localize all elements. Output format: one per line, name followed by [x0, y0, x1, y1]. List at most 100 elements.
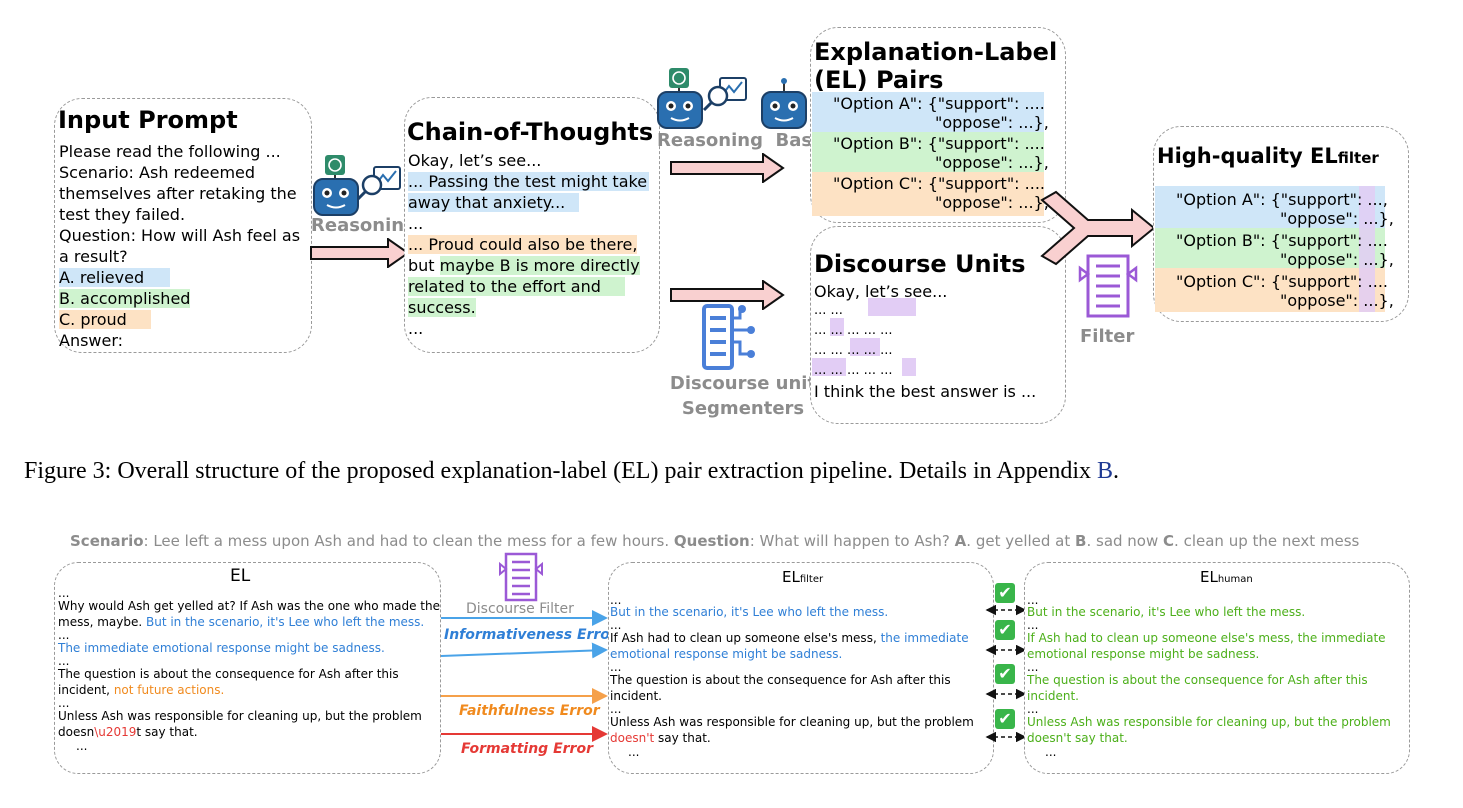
el-line-highlight: But in the scenario, it's Lee who left t… — [145, 615, 425, 629]
discourse-first-line: Okay, let’s see... — [814, 282, 948, 301]
discourse-last-line: I think the best answer is ... — [814, 382, 1037, 401]
el-pairs-title: Explanation-Label (EL) Pairs — [814, 38, 1057, 94]
svg-text:... ... ... ... ...: ... ... ... ... ... — [814, 363, 893, 378]
cot-line: ... Proud could also be there, — [408, 235, 638, 254]
error-arrows — [441, 610, 608, 742]
el-filter-line: The question is about the consequence fo… — [610, 673, 951, 687]
hq-line: "Option C": {"support": .... — [1176, 272, 1388, 291]
arrow-right-icon — [670, 153, 785, 183]
segmenter-label-line: Segmenters — [681, 398, 805, 419]
el-pair-line: "oppose": ...}, — [935, 113, 1049, 132]
hq-line: "oppose": ...}, — [1280, 250, 1394, 269]
el-line: ... — [58, 696, 70, 710]
el-filter-line-highlight: emotional response might be sadness. — [610, 647, 843, 661]
el-filter-line: incident. — [610, 689, 662, 703]
input-prompt-title: Input Prompt — [58, 106, 238, 134]
answer-c-text: . clean up the next mess — [1174, 532, 1360, 550]
input-prompt-text: Please read the following ... Scenario: … — [59, 141, 300, 351]
el-line: ... — [58, 654, 70, 668]
cot-line: ... — [408, 319, 424, 338]
hq-line: "Option A": {"support": ..., — [1176, 190, 1388, 209]
el-filter-line: say that. — [654, 731, 711, 745]
prompt-line: test they failed. — [59, 205, 186, 224]
el-filter-line: ... — [610, 660, 622, 674]
el-line: ... — [58, 586, 70, 600]
cot-line: ... Passing the test might take — [408, 172, 650, 191]
el-filter-line: ... — [610, 593, 622, 607]
prompt-line: a result? — [59, 247, 128, 266]
discourse-units-grid: ... ... ... ... ... ... ... ... ... ... … — [812, 298, 916, 378]
chain-of-thoughts-text: Okay, let’s see... ... Passing the test … — [408, 150, 650, 339]
faithfulness-error-label: Faithfulness Error — [459, 703, 600, 719]
el-filter-title-sub: filter — [799, 574, 824, 585]
base-robot-icon — [761, 78, 807, 129]
hq-option-a — [1155, 186, 1385, 228]
el-filter-line-highlight: doesn't — [610, 731, 655, 745]
cot-line: ... — [408, 214, 424, 233]
el-human-title-sub: human — [1217, 574, 1253, 585]
hq-option-c — [1155, 268, 1385, 312]
filter-icon — [1078, 254, 1138, 318]
el-line: incident, — [58, 683, 114, 697]
cot-line: Okay, let’s see... — [408, 151, 542, 170]
el-human-line: ... — [1027, 702, 1039, 716]
segmenter-label: Discourse unit Segmenters — [659, 371, 827, 421]
question-text: : What will happen to Ash? — [749, 532, 955, 550]
el-human-line: Unless Ash was responsible for cleaning … — [1027, 715, 1391, 729]
el-filter-box — [608, 562, 994, 774]
el-box — [54, 562, 441, 774]
el-human-line: ... — [1045, 745, 1057, 759]
merge-arrow-icon — [1040, 190, 1156, 266]
answer-b-text: . sad now — [1086, 532, 1164, 550]
option-b: B. accomplished — [59, 289, 191, 308]
el-filter-line: ... — [610, 702, 622, 716]
el-pair-line: "Option A": {"support": .... — [833, 94, 1045, 113]
el-human-line: ... — [1027, 593, 1039, 607]
el-human-line: doesn't say that. — [1027, 731, 1128, 745]
el-human-line: incident. — [1027, 689, 1079, 703]
high-quality-title-text: High-quality EL — [1157, 144, 1338, 168]
el-line-highlight: The immediate emotional response might b… — [58, 641, 385, 655]
reasoning-robot-icon — [313, 155, 401, 216]
cot-line: related to the effort and — [408, 277, 625, 296]
el-line-highlight: \u2019 — [94, 725, 137, 739]
el-pair-line: "oppose": ...}, — [935, 193, 1049, 212]
check-icon: ✔ — [995, 709, 1015, 729]
prompt-line: Please read the following ... — [59, 142, 281, 161]
el-line: Why would Ash get yelled at? If Ash was … — [58, 599, 440, 613]
hq-option-b — [1155, 228, 1385, 268]
chain-of-thoughts-title: Chain-of-Thoughts — [407, 118, 654, 146]
el-filter-title-text: EL — [782, 568, 800, 586]
discourse-units-title: Discourse Units — [814, 250, 1026, 278]
el-pair-option-c — [812, 172, 1044, 216]
discourse-filter-label: Discourse Filter — [466, 601, 574, 617]
answer-b-label: B — [1075, 532, 1087, 550]
comparison-arrows — [985, 604, 1027, 742]
segmenter-label-line: Discourse unit — [669, 373, 817, 394]
arrow-right-icon — [310, 238, 410, 268]
el-line: doesn — [58, 725, 95, 739]
question-label: Question — [673, 532, 750, 550]
check-icon: ✔ — [995, 664, 1015, 684]
answer-line: Answer: — [59, 331, 124, 350]
el-pairs-title-line: Explanation-Label — [814, 38, 1058, 66]
el-human-text: ... But in the scenario, it's Lee who le… — [1027, 593, 1391, 759]
el-pairs-title-line: (EL) Pairs — [814, 66, 944, 94]
el-filter-title: ELfilter — [782, 568, 823, 586]
el-pair-option-a — [812, 92, 1044, 132]
el-line: Unless Ash was responsible for cleaning … — [58, 709, 422, 723]
el-filter-text: ... But in the scenario, it's Lee who le… — [610, 593, 974, 758]
scenario-text: : Lee left a mess upon Ash and had to cl… — [143, 532, 674, 550]
reasoning-label: Reasoning — [311, 215, 417, 236]
el-filter-line: Unless Ash was responsible for cleaning … — [610, 715, 974, 729]
el-line: mess, maybe. — [58, 615, 146, 629]
el-line: ... — [76, 739, 88, 753]
formatting-error-label: Formatting Error — [461, 741, 593, 757]
discourse-units-box — [810, 226, 1066, 424]
el-line: t say that. — [136, 725, 198, 739]
prompt-line: Question: How will Ash feel as — [59, 226, 301, 245]
el-human-line: emotional response might be sadness. — [1027, 647, 1260, 661]
appendix-link[interactable]: B — [1097, 458, 1114, 484]
prompt-line: themselves after retaking the — [59, 184, 297, 203]
el-filter-line-highlight: But in the scenario, it's Lee who left t… — [610, 605, 889, 619]
